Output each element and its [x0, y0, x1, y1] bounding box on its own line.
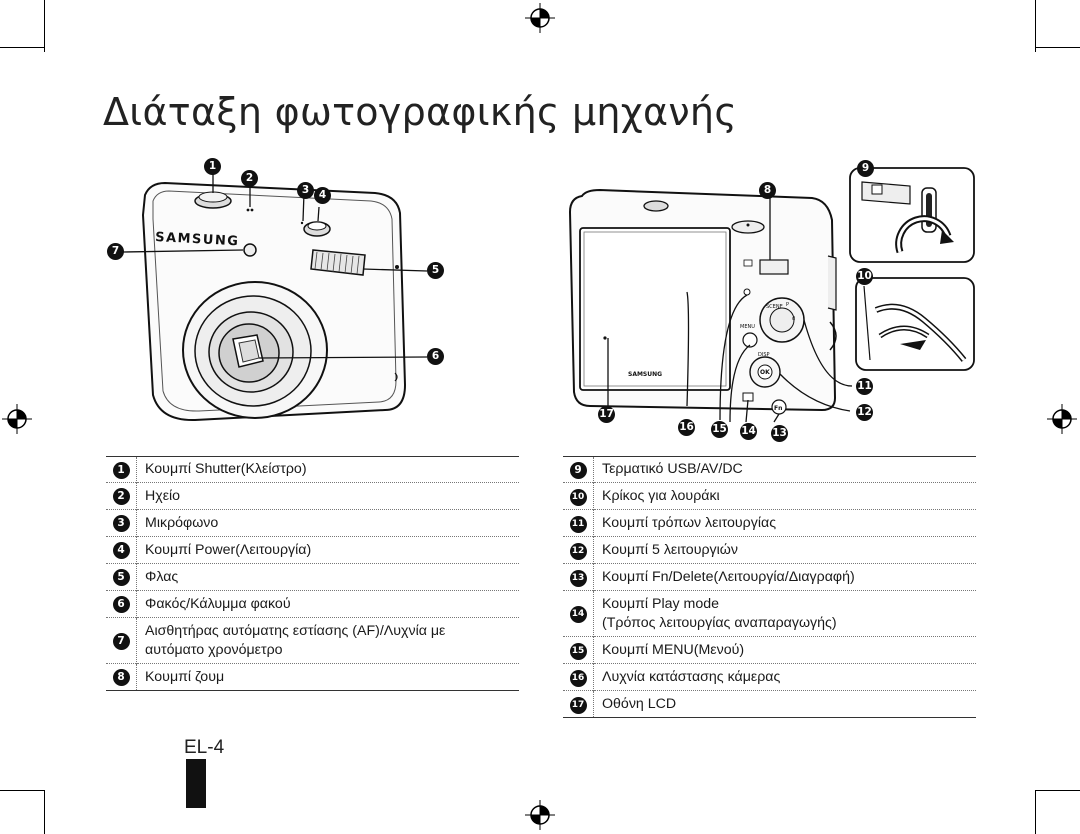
- callout-badge: 11: [856, 378, 873, 395]
- callout-badge: 7: [107, 243, 124, 260]
- legend-number: 12: [569, 542, 587, 560]
- legend-number: 14: [569, 606, 587, 623]
- callout-badge: 17: [598, 406, 615, 423]
- legend-number: 10: [569, 488, 587, 506]
- legend-row: 10 Κρίκος για λουράκι: [563, 482, 976, 510]
- legend-number: 5: [112, 569, 130, 586]
- legend-row: 11 Κουμπί τρόπων λειτουργίας: [563, 509, 976, 537]
- legend-row: 15 Κουμπί MENU(Μενού): [563, 636, 976, 664]
- legend-text: Κουμπί ζουμ: [145, 668, 225, 685]
- legend-number: 4: [112, 542, 130, 559]
- legend-number: 11: [569, 515, 587, 533]
- legend-text: Κρίκος για λουράκι: [602, 487, 720, 504]
- legend-number: 7: [112, 632, 130, 650]
- section-tab-marker: [186, 759, 206, 808]
- svg-text:d: d: [792, 316, 795, 322]
- callout-badge: 12: [856, 404, 873, 421]
- callout-badge: 8: [759, 182, 776, 199]
- legend-number: 15: [569, 642, 587, 660]
- callout-badge: 15: [711, 421, 728, 438]
- legend-number: 9: [569, 461, 587, 479]
- callout-badge: 1: [204, 158, 221, 175]
- legend-row: 7 Αισθητήρας αυτόματης εστίασης (AF)/Λυχ…: [106, 617, 519, 664]
- legend-row: 2 Ηχείο: [106, 482, 519, 510]
- legend-text: Κουμπί τρόπων λειτουργίας: [602, 514, 777, 531]
- legend-number: 16: [569, 669, 587, 687]
- legend-number: 1: [112, 461, 130, 479]
- legend-text-continued: αυτόματο χρονόμετρο: [145, 641, 283, 658]
- callout-badge: 6: [427, 348, 444, 365]
- legend-text: Οθόνη LCD: [602, 695, 677, 712]
- callout-badge: 16: [678, 419, 695, 436]
- crop-mark: [44, 790, 45, 834]
- legend-row: 17 Οθόνη LCD: [563, 690, 976, 718]
- svg-text:SCENE: SCENE: [766, 304, 783, 310]
- legend-text: Φακός/Κάλυμμα φακού: [145, 595, 291, 612]
- page-title: Διάταξη φωτογραφικής μηχανής: [103, 90, 737, 134]
- legend-text-continued: (Τρόπος λειτουργίας αναπαραγωγής): [602, 614, 837, 631]
- camera-front-illustration: SAMSUNG: [122, 171, 428, 422]
- legend-number: 13: [569, 569, 587, 587]
- legend-text: Κουμπί Fn/Delete(Λειτουργία/Διαγραφή): [602, 568, 855, 585]
- svg-text:P: P: [786, 302, 789, 308]
- legend-row: 4 Κουμπί Power(Λειτουργία): [106, 536, 519, 564]
- legend-number: 3: [112, 515, 130, 532]
- legend-text: Κουμπί Play mode: [602, 595, 720, 612]
- legend-row: 1 Κουμπί Shutter(Κλείστρο): [106, 456, 519, 483]
- menu-button-label: MENU: [740, 324, 755, 330]
- legend-text: Μικρόφωνο: [145, 514, 219, 531]
- legend-text: Λυχνία κατάστασης κάμερας: [602, 668, 781, 685]
- crop-mark: [1036, 790, 1080, 791]
- registration-mark-icon: [1047, 404, 1077, 434]
- registration-mark-icon: [2, 404, 32, 434]
- legend-row: 6 Φακός/Κάλυμμα φακού: [106, 590, 519, 618]
- legend-row: 3 Μικρόφωνο: [106, 509, 519, 537]
- callout-badge: 5: [427, 262, 444, 279]
- crop-mark: [1035, 790, 1036, 834]
- disp-label: DISP: [758, 352, 770, 358]
- crop-mark: [44, 0, 45, 52]
- legend-text: Κουμπί 5 λειτουργιών: [602, 541, 738, 558]
- crop-mark: [0, 790, 44, 791]
- legend-row: 14 Κουμπί Play mode (Τρόπος λειτουργίας α…: [563, 590, 976, 637]
- legend-text: Κουμπί Shutter(Κλείστρο): [145, 461, 307, 477]
- legend-text: Αισθητήρας αυτόματης εστίασης (AF)/Λυχνί…: [145, 622, 446, 639]
- parts-legend-left: 1 Κουμπί Shutter(Κλείστρο) 2 Ηχείο 3 Μικ…: [106, 456, 519, 691]
- legend-number: 8: [112, 669, 130, 686]
- callout-badge: 13: [771, 425, 788, 442]
- legend-text: Κουμπί MENU(Μενού): [602, 641, 745, 658]
- brand-logo: SAMSUNG: [155, 230, 240, 249]
- legend-row: 8 Κουμπί ζουμ: [106, 663, 519, 691]
- legend-row: 9 Τερματικό USB/AV/DC: [563, 456, 976, 483]
- registration-mark-icon: [525, 800, 555, 830]
- callout-badge: 9: [857, 160, 874, 177]
- legend-text: Ηχείο: [145, 487, 181, 504]
- crop-mark: [0, 47, 44, 48]
- legend-row: 12 Κουμπί 5 λειτουργιών: [563, 536, 976, 564]
- crop-mark: [1036, 47, 1080, 48]
- callout-badge: 4: [314, 187, 331, 204]
- legend-number: 2: [112, 488, 130, 505]
- brand-logo: SAMSUNG: [628, 371, 662, 378]
- legend-row: 13 Κουμπί Fn/Delete(Λειτουργία/Διαγραφή): [563, 563, 976, 591]
- parts-legend-right: 9 Τερματικό USB/AV/DC 10 Κρίκος για λουρ…: [563, 456, 976, 718]
- registration-mark-icon: [525, 3, 555, 33]
- callout-badge: 14: [740, 423, 757, 440]
- callout-badge: 3: [297, 182, 314, 199]
- legend-text: Φλας: [145, 568, 179, 585]
- callout-badge: 2: [241, 170, 258, 187]
- legend-text: Κουμπί Power(Λειτουργία): [145, 541, 312, 558]
- legend-number: 17: [569, 696, 587, 714]
- legend-number: 6: [112, 596, 130, 613]
- fn-label: Fn: [774, 405, 782, 412]
- crop-mark: [1035, 0, 1036, 52]
- legend-row: 16 Λυχνία κατάστασης κάμερας: [563, 663, 976, 691]
- legend-row: 5 Φλας: [106, 563, 519, 591]
- callout-badge: 10: [856, 268, 873, 285]
- ok-label: OK: [760, 369, 770, 376]
- page-number: EL-4: [184, 737, 225, 758]
- legend-text: Τερματικό USB/AV/DC: [602, 461, 743, 477]
